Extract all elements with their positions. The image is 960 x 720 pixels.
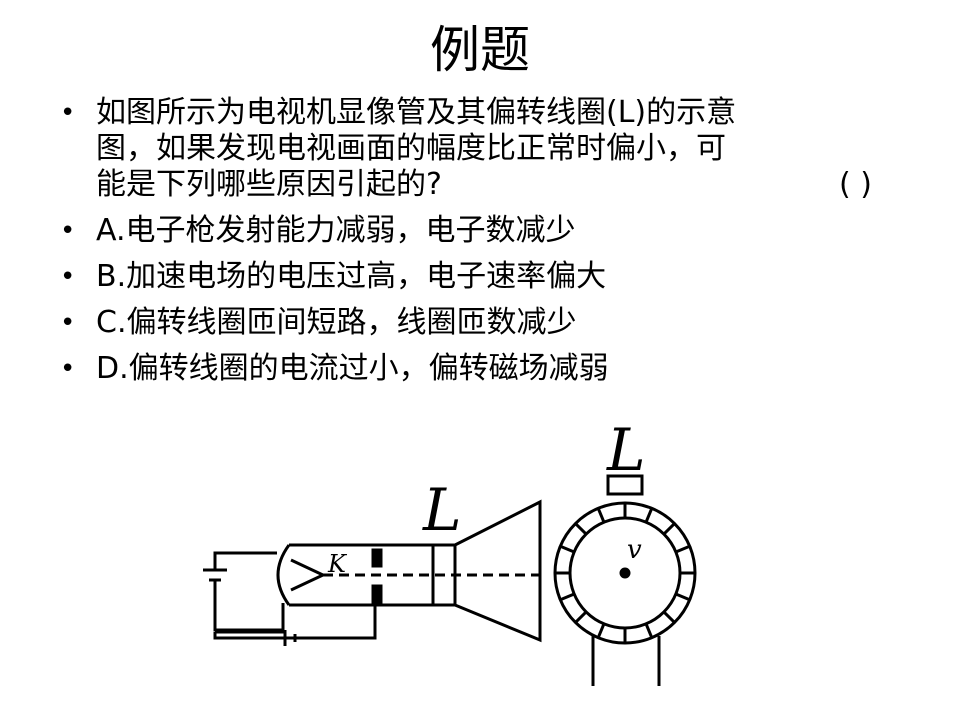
coil-segment [596,507,606,523]
tube-funnel [454,499,542,643]
anode-plate-bottom [371,584,383,604]
coil-segments [555,503,695,643]
crt-diagram: L K L v [203,416,697,686]
question-line-2: 图，如果发现电视画面的幅度比正常时偏小，可 [96,131,726,166]
anode-plate-top [371,548,383,568]
circuit-wire-top [213,551,277,570]
coil-segment [574,610,588,624]
velocity-label: v [627,535,642,565]
bullet-icon: • [60,98,76,128]
coil-segment [662,522,676,536]
coil-segment [644,623,654,639]
answer-blank: ( ) [839,167,872,202]
bullet-icon: • [60,354,76,384]
beam-dot [619,567,631,579]
coil-segment [574,522,588,536]
coil-top-tab [606,474,644,496]
coil-segment [644,507,654,523]
circuit-wire-bottom [213,580,285,632]
option-a: • A.电子枪发射能力减弱，电子数减少 [60,213,890,249]
option-a-text: A.电子枪发射能力减弱，电子数减少 [96,213,576,248]
option-d: • D.偏转线圈的电流过小，偏转磁场减弱 [60,351,890,387]
option-b-text: B.加速电场的电压过高，电子速率偏大 [96,259,607,294]
coil-segment [662,610,676,624]
option-b: • B.加速电场的电压过高，电子速率偏大 [60,259,890,295]
slide-title: 例题 [430,21,530,79]
anode-circuit-wire [213,603,377,640]
bottom-battery-icon [283,630,297,646]
question-line-3-text: 能是下列哪些原因引起的? [96,167,442,202]
coil-segment [675,592,691,602]
bullet-list: • 如图所示为电视机显像管及其偏转线圈(L)的示意 图，如果发现电视画面的幅度比… [60,95,890,387]
bullet-icon: • [60,308,76,338]
option-c-text: C.偏转线圈匝间短路，线圈匝数减少 [96,305,577,340]
coil-segment [675,544,691,554]
cathode-label: K [327,550,348,578]
coil-end-label: L [606,416,646,484]
coil-side-label: L [422,476,462,544]
question-line-3: 能是下列哪些原因引起的? ( ) [96,167,890,203]
option-c: • C.偏转线圈匝间短路，线圈匝数减少 [60,305,890,341]
coil-leads [591,636,661,686]
cathode-icon [290,558,327,592]
battery-icon [203,568,227,582]
bullet-icon: • [60,216,76,246]
tube-neck-back [276,544,291,606]
coil-segment [596,623,606,639]
bullet-icon: • [60,262,76,292]
option-d-text: D.偏转线圈的电流过小，偏转磁场减弱 [96,351,609,386]
question-line-1: 如图所示为电视机显像管及其偏转线圈(L)的示意 [96,95,737,130]
crt-end-view [553,474,697,686]
coil-segment [559,544,575,554]
coil-segment [559,592,575,602]
crt-side-view [203,499,542,646]
question-item: • 如图所示为电视机显像管及其偏转线圈(L)的示意 图，如果发现电视画面的幅度比… [60,95,890,203]
